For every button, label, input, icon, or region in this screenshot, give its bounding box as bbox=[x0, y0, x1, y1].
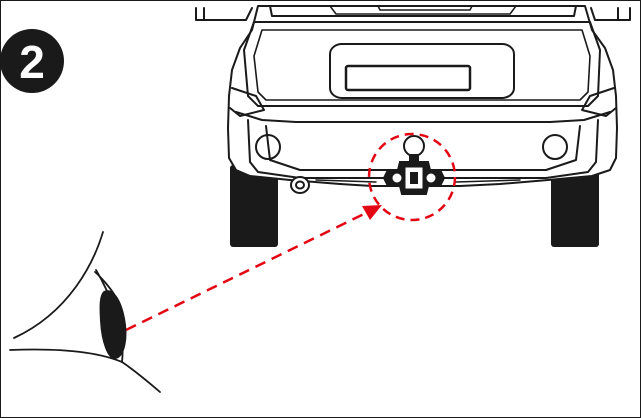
right-rear-tire bbox=[551, 165, 599, 247]
left-mirror bbox=[195, 7, 253, 21]
upper-eyelid bbox=[94, 271, 115, 295]
eye-icon bbox=[9, 231, 161, 393]
sightline-arrow bbox=[125, 205, 382, 332]
license-plate-recess bbox=[329, 43, 515, 99]
license-plate bbox=[344, 64, 472, 92]
tailgate bbox=[243, 21, 601, 107]
cheek-line bbox=[9, 348, 161, 393]
right-mirror bbox=[590, 7, 631, 21]
left-reflector bbox=[255, 134, 281, 160]
exhaust-pipe bbox=[290, 176, 310, 194]
step-badge: 2 bbox=[0, 29, 64, 93]
left-rear-tire bbox=[230, 165, 278, 247]
rear-window bbox=[269, 5, 577, 17]
step-number: 2 bbox=[19, 36, 45, 88]
tow-hitch bbox=[382, 135, 446, 195]
highlight-circle bbox=[367, 132, 457, 222]
tow-ball bbox=[403, 135, 425, 157]
arrowhead bbox=[362, 205, 382, 220]
cornea bbox=[99, 290, 127, 359]
car-rear-view bbox=[195, 5, 631, 247]
brow-line bbox=[13, 231, 104, 339]
right-reflector bbox=[542, 134, 568, 160]
rear-bumper bbox=[235, 111, 611, 123]
car-body-outline bbox=[227, 5, 618, 187]
